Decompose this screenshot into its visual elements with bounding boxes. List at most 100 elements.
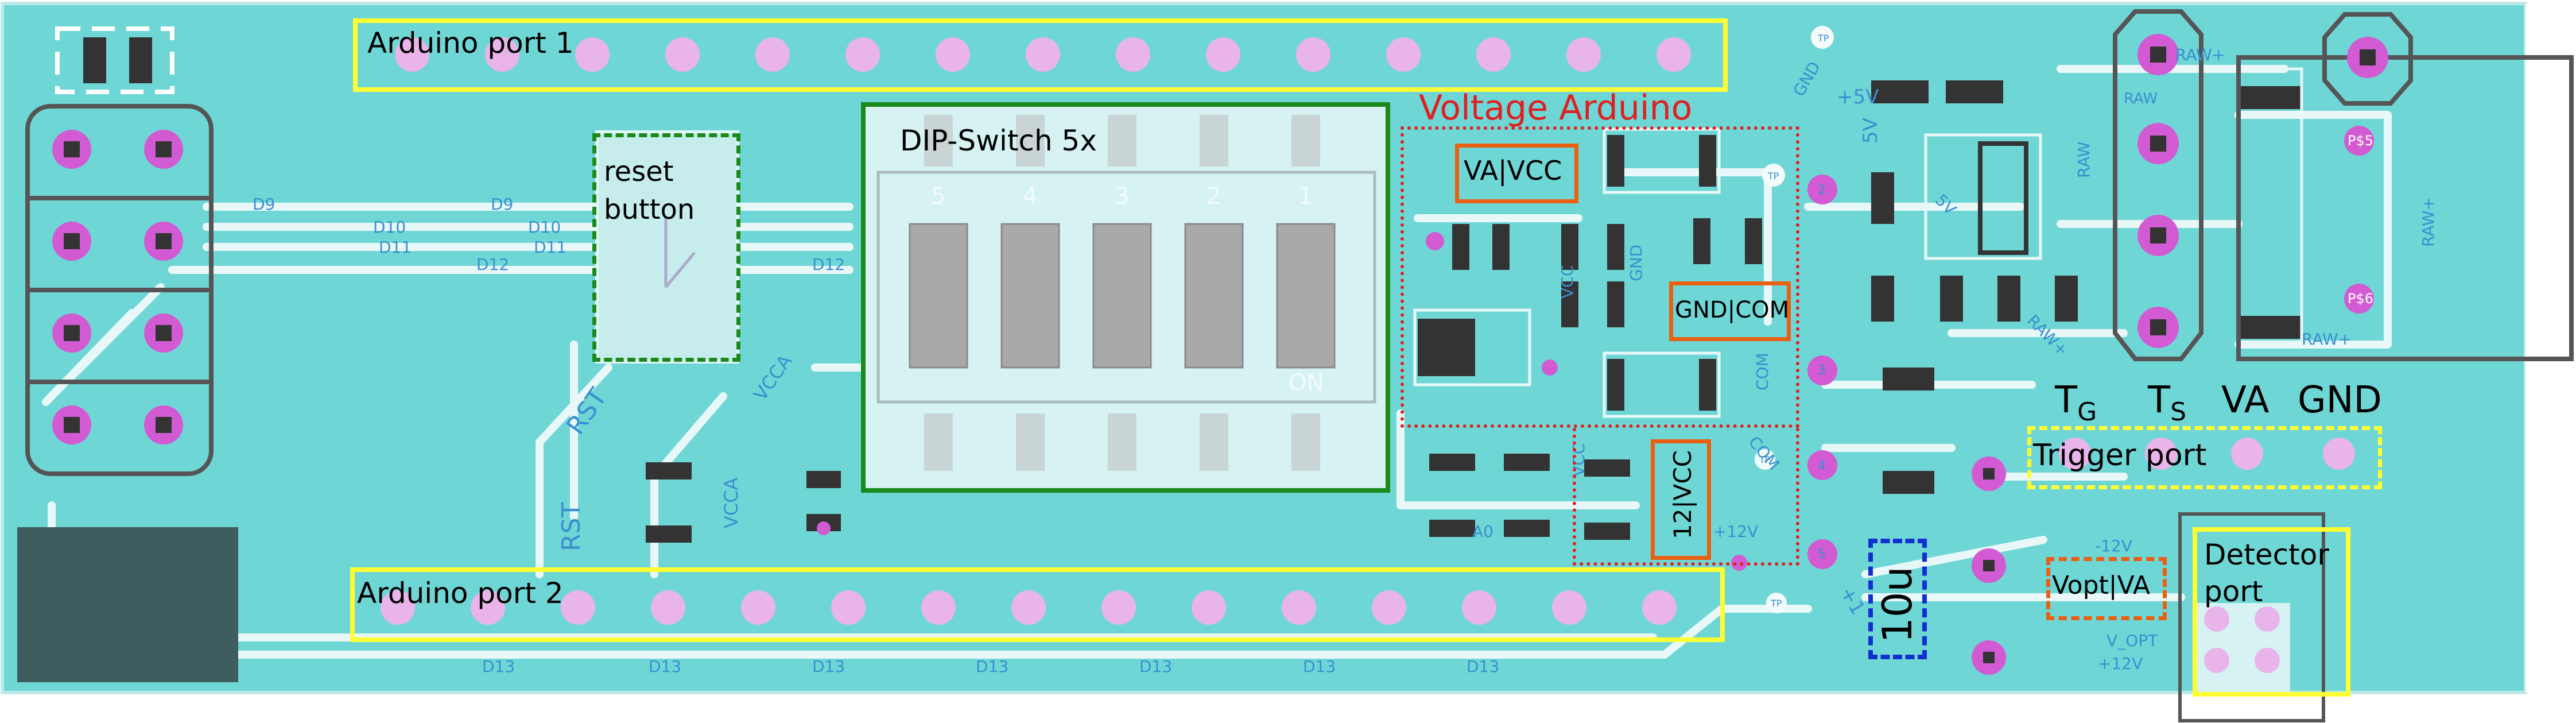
pin-tg-sub: G xyxy=(2077,397,2097,427)
net-label-gnd: GND xyxy=(1627,245,1646,281)
v12-vcc-box xyxy=(1651,439,1711,560)
board-edge-strip xyxy=(2525,3,2574,693)
net-label-plus12v: +12V xyxy=(1713,522,1758,541)
dip-number: 4 xyxy=(1023,183,1037,210)
arduino-port1-outline xyxy=(353,18,1728,92)
svg-text:3: 3 xyxy=(1818,364,1826,378)
net-label-d13: D13 xyxy=(976,657,1008,676)
dip-on-label: ON xyxy=(1289,370,1324,396)
net-label-d13: D13 xyxy=(1303,657,1336,676)
reset-button-body xyxy=(595,130,739,364)
voltage-arduino-title: Voltage Arduino xyxy=(1419,88,1693,128)
dip-switch-body xyxy=(864,103,1389,491)
svg-text:5: 5 xyxy=(1818,547,1826,562)
net-label-p6: P$6 xyxy=(2348,291,2373,307)
arduino-port2-pads xyxy=(381,590,1677,625)
net-label-d9: D9 xyxy=(253,195,275,214)
net-label-tp: TP xyxy=(1817,33,1829,44)
detector-port-label-line2: port xyxy=(2204,575,2263,608)
arduino-port2-outline xyxy=(350,567,1725,642)
reset-button-label-line2: button xyxy=(604,194,695,226)
dip-number: 3 xyxy=(1115,183,1129,210)
net-label-d12: D12 xyxy=(812,255,845,274)
net-label-vcc: VCC xyxy=(1558,265,1577,299)
net-label-vcca: VCCA xyxy=(720,477,742,528)
reset-button-label: reset button xyxy=(604,153,695,229)
dip-switch-outline xyxy=(861,102,1390,493)
net-label-vcc: VCC xyxy=(1569,443,1588,477)
trigger-port-outline xyxy=(2027,426,2382,489)
voltage-arduino-outline-top xyxy=(1400,126,1799,428)
smd-components xyxy=(646,80,2302,543)
detector-port-pads xyxy=(2193,603,2290,692)
net-label-5v: 5V xyxy=(1859,118,1882,144)
mounting-pad xyxy=(17,527,238,682)
arduino-port1-pads xyxy=(395,37,1691,72)
net-label-rst: RST xyxy=(557,502,586,551)
net-label-raw-plus: RAW+ xyxy=(2175,45,2225,64)
silkscreen-pin-numbers: 2 3 4 5 xyxy=(1818,183,1826,562)
voltage-arduino-outline-bottom xyxy=(1573,428,1799,566)
via-drills xyxy=(1983,468,1995,663)
net-label-p5: P$5 xyxy=(2348,133,2373,149)
right-header-pads xyxy=(2137,34,2388,348)
net-label-d13: D13 xyxy=(649,657,681,676)
net-label-d13: D13 xyxy=(482,657,515,676)
net-label-d9: D9 xyxy=(491,195,513,214)
pin-tg-label: TG xyxy=(2055,382,2097,425)
net-label-tp: TP xyxy=(1759,454,1771,465)
svg-text:4: 4 xyxy=(1818,459,1826,473)
gnd-com-box xyxy=(1669,281,1791,341)
pin-gnd-label: GND xyxy=(2298,379,2382,422)
net-label-d12: D12 xyxy=(476,255,509,274)
trigger-port-label: Trigger port xyxy=(2033,438,2207,473)
left-header xyxy=(25,104,214,476)
net-label-d10: D10 xyxy=(528,218,561,237)
pin-ts-sub: S xyxy=(2170,397,2187,427)
detector-port-label-line1: Detector xyxy=(2204,538,2329,571)
v12-vcc-label: 12|VCC xyxy=(1669,450,1697,539)
detector-outline xyxy=(2178,512,2325,722)
net-label-plus12v: +12V xyxy=(2098,654,2143,673)
va-vcc-box xyxy=(1455,144,1578,203)
net-label-plus5v: +5V xyxy=(1837,86,1879,109)
va-vcc-label: VA|VCC xyxy=(1464,155,1562,186)
left-header-pads xyxy=(52,130,183,444)
top-left-capacitor xyxy=(55,26,174,94)
net-label-a0: A0 xyxy=(1472,522,1493,541)
right-header xyxy=(2113,9,2574,361)
pin-va-label: VA xyxy=(2221,379,2269,422)
pin-tg-main: T xyxy=(2055,379,2078,422)
detector-port-label: Detector port xyxy=(2204,536,2329,610)
dip-number: 5 xyxy=(931,183,945,210)
dip-number: 1 xyxy=(1298,183,1313,210)
pin-ts-main: T xyxy=(2148,379,2171,422)
pin-ts-label: TS xyxy=(2148,382,2186,425)
net-label-tp: TP xyxy=(1770,598,1782,609)
dip-number: 2 xyxy=(1206,183,1221,210)
dip-silkscreen: 5 4 3 2 1 ON xyxy=(931,183,1324,396)
net-label-d11: D11 xyxy=(379,238,412,257)
net-label-d13: D13 xyxy=(1467,657,1499,676)
dip-switch-label: DIP-Switch 5x xyxy=(900,124,1097,157)
net-label-raw-plus: RAW+ xyxy=(2419,197,2438,247)
cap-10u-box xyxy=(1868,539,1927,659)
trigger-port-pads xyxy=(2059,438,2355,470)
net-label-vopt: V_OPT xyxy=(2106,631,2158,650)
net-label-raw: RAW xyxy=(2074,141,2093,178)
net-label-com: COM xyxy=(1753,353,1772,391)
net-label-minus12v: -12V xyxy=(2095,536,2132,555)
test-points xyxy=(1755,26,1834,613)
net-label-raw-plus: RAW+ xyxy=(2302,330,2352,349)
regulator-body xyxy=(1978,141,2028,255)
reset-button-label-line1: reset xyxy=(604,156,674,188)
gnd-com-label: GND|COM xyxy=(1675,297,1790,323)
vopt-va-label: Vopt|VA xyxy=(2052,571,2150,600)
reset-button-outline xyxy=(592,133,740,362)
arduino-port1-label: Arduino port 1 xyxy=(367,26,574,60)
svg-text:2: 2 xyxy=(1818,183,1826,198)
net-label-tp: TP xyxy=(1767,171,1779,181)
vopt-va-box xyxy=(2046,557,2167,620)
net-label-d13: D13 xyxy=(812,657,845,676)
detector-port-outline xyxy=(2193,527,2350,697)
